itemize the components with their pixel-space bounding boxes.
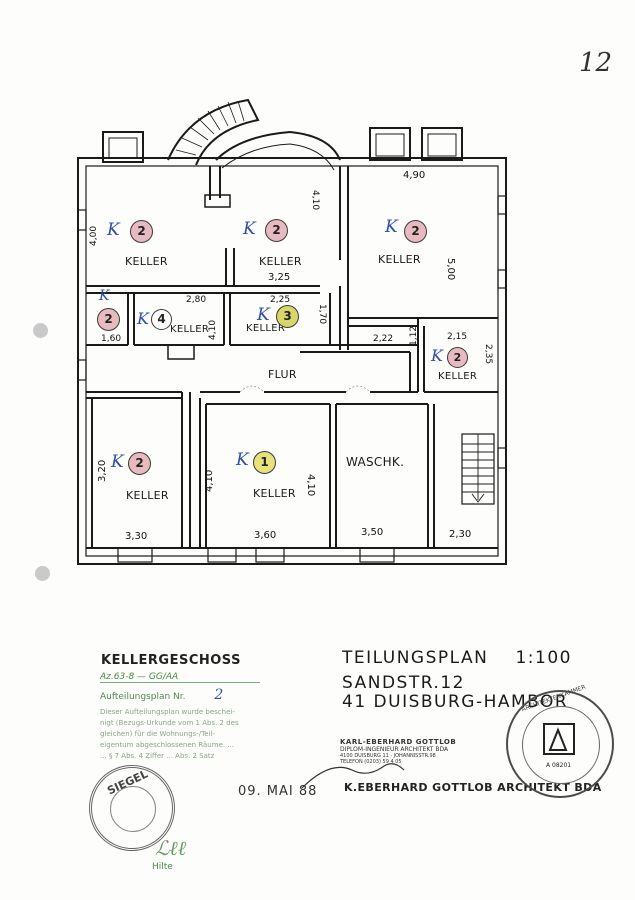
approval-stamp: Az.63-8 — GG/AA Aufteilungsplan Nr. 2 Di…	[100, 672, 305, 762]
unit-number-badge: 2	[130, 220, 153, 243]
unit-number-badge: 3	[276, 305, 299, 328]
certificate-line: gleichen) für die Wohnungs-/Teil-	[100, 730, 215, 738]
room-label: KELLER	[125, 255, 168, 268]
certificate-line: Dieser Aufteilungsplan wurde beschei-	[100, 708, 235, 716]
certificate-text: Dieser Aufteilungsplan wurde beschei- ni…	[100, 707, 305, 762]
unit-tag-letter: K	[431, 346, 443, 365]
dimension: 3,60	[254, 530, 277, 541]
chamber-stamp-logo	[543, 723, 575, 755]
corridor-label: FLUR	[268, 368, 297, 381]
aufteilungsplan-label: Aufteilungsplan Nr.	[100, 692, 186, 702]
seal-inner-ring	[110, 786, 156, 832]
punch-hole-bottom	[35, 566, 50, 581]
certificate-line: nigt (Bezugs-Urkunde vom 1 Abs. 2 des	[100, 719, 239, 727]
stamp-date: 09. MAI 88	[238, 784, 318, 799]
punch-hole-top	[33, 323, 48, 338]
dimension: 1,60	[101, 334, 122, 344]
signature: Hilte	[152, 862, 173, 872]
plan-title-text: TEILUNGSPLAN	[342, 648, 489, 668]
unit-number-badge: 2	[404, 220, 427, 243]
dimension: 3,25	[268, 272, 291, 283]
address-street: SANDSTR.12	[342, 673, 465, 693]
room-label: KELLER	[170, 324, 210, 335]
room-label: WASCHK.	[346, 455, 405, 469]
unit-tag-letter: K	[236, 450, 249, 470]
unit-tag-letter: K	[107, 220, 120, 240]
aufteilungsplan-line: Aufteilungsplan Nr. 2	[100, 687, 305, 703]
unit-tag-letter: K	[99, 288, 110, 304]
unit-number-badge: 1	[253, 451, 276, 474]
unit-number-badge: 2	[447, 347, 468, 368]
dimension: 2,30	[449, 529, 472, 540]
chamber-stamp-inner	[522, 706, 600, 784]
unit-number-badge: 2	[128, 452, 151, 475]
dimension: 4,90	[403, 170, 426, 181]
architect-stamp-line: DIPLOM-INGENIEUR ARCHITEKT BDA	[340, 746, 449, 753]
signature-scribble: ℒℓℓ	[155, 836, 187, 860]
unit-number-badge: 4	[151, 309, 172, 330]
chamber-stamp-id: A 08201	[546, 762, 572, 769]
dimension: 3,50	[361, 527, 384, 538]
unit-number-badge: 2	[97, 308, 120, 331]
unit-number-badge: 2	[265, 219, 288, 242]
floor-title: KELLERGESCHOSS	[101, 653, 241, 668]
room-label: KELLER	[253, 487, 296, 500]
unit-tag-letter: K	[385, 217, 398, 237]
stamp-reference: Az.63-8 — GG/AA	[100, 672, 260, 683]
architect-stamp-line: 4100 DUISBURG 11 · JOHANNISSTR.98	[340, 753, 436, 759]
plan-title: TEILUNGSPLAN 1:100	[342, 648, 572, 668]
unit-tag-letter: K	[243, 219, 256, 239]
room-label: KELLER	[259, 255, 302, 268]
unit-tag-letter: K	[137, 309, 149, 328]
dimension: 2,25	[270, 295, 291, 305]
chamber-stamp: ARCHITEKTENKAMMER A 08201	[506, 684, 614, 798]
dimension: 2,15	[447, 332, 468, 342]
room-label: KELLER	[246, 323, 286, 334]
architect-stamp: KARL-EBERHARD GOTTLOB DIPLOM-INGENIEUR A…	[340, 738, 456, 765]
plan-scale: 1:100	[515, 648, 572, 668]
official-seal: SIEGEL	[89, 765, 175, 851]
aufteilungsplan-number: 2	[214, 687, 224, 703]
unit-tag-letter: K	[257, 305, 270, 325]
dimension: 3,30	[125, 531, 148, 542]
dimension: 2,80	[186, 295, 207, 305]
unit-tag-letter: K	[111, 452, 124, 472]
certificate-line: ... § 7 Abs. 4 Ziffer ... Abs. 2 Satz	[100, 752, 215, 760]
room-label: KELLER	[438, 371, 478, 382]
address-city: 41 DUISBURG-HAMBOR	[342, 692, 569, 712]
room-label: KELLER	[126, 489, 169, 502]
architect-stamp-line: TELEFON (0203) 59 4 05	[340, 759, 402, 765]
page-number: 12	[579, 48, 613, 78]
room-label: KELLER	[378, 253, 421, 266]
certificate-line: eigentum abgeschlossenen Räume. ...	[100, 741, 234, 749]
architect-stamp-line: KARL-EBERHARD GOTTLOB	[340, 738, 457, 746]
dimension: 2,22	[373, 334, 394, 344]
